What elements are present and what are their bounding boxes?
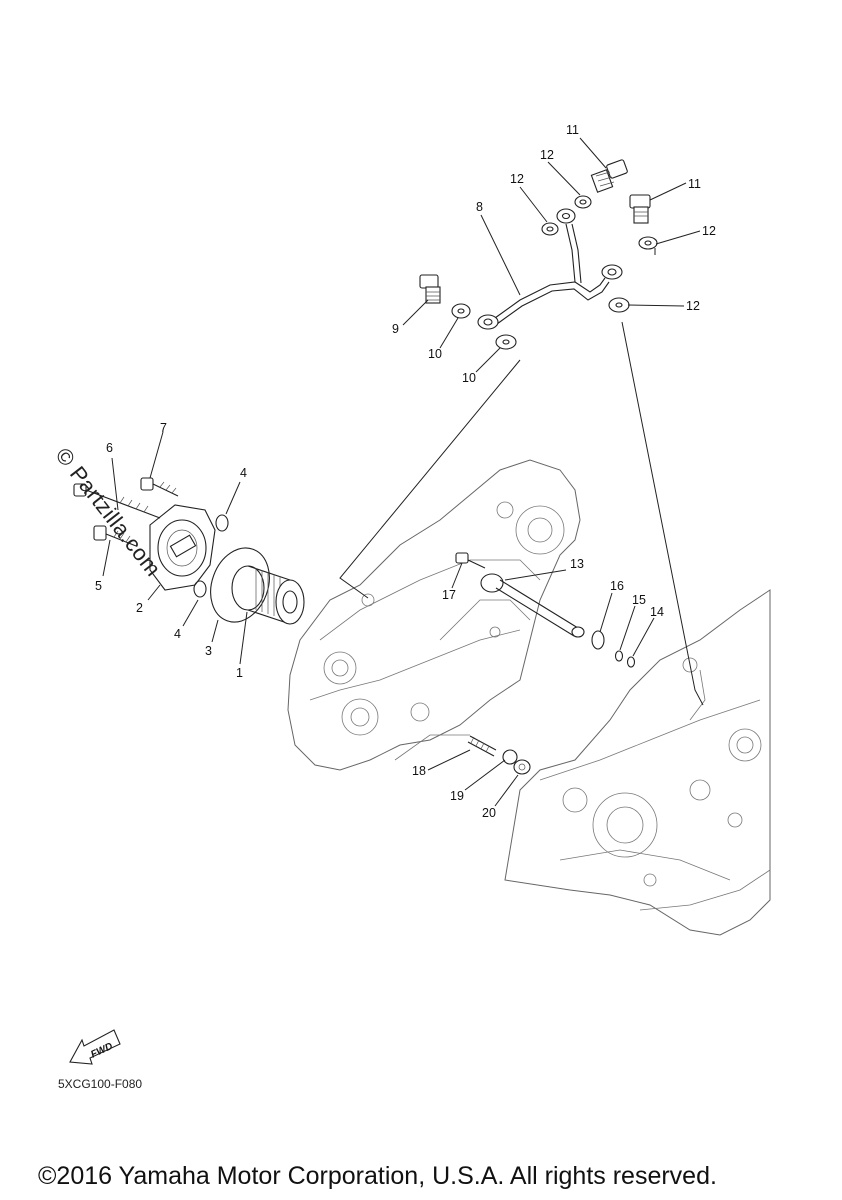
callout-10b: 10: [462, 371, 476, 385]
callout-1: 1: [236, 666, 243, 680]
union-bolt-9: [419, 274, 441, 304]
callout-13: 13: [570, 557, 584, 571]
callout-5: 5: [95, 579, 102, 593]
callout-labels: 1 2 3 4 4 5 6 7 8 9 10 10 11 11 12 12 12…: [95, 123, 716, 820]
washers: [451, 195, 658, 350]
callout-12c: 12: [702, 224, 716, 238]
callout-12b: 12: [510, 172, 524, 186]
callout-2: 2: [136, 601, 143, 615]
callout-4a: 4: [174, 627, 181, 641]
callout-12d: 12: [686, 299, 700, 313]
fwd-arrow-icon: FWD: [69, 1029, 121, 1065]
union-bolt-11a: [590, 159, 628, 193]
callout-7: 7: [160, 421, 167, 435]
relief-valve: [467, 735, 531, 775]
callout-16: 16: [610, 579, 624, 593]
callout-8: 8: [476, 200, 483, 214]
callout-15: 15: [632, 593, 646, 607]
diagram-code: 5XCG100-F080: [58, 1077, 143, 1091]
o-rings-3-4: [193, 514, 270, 623]
callout-12a: 12: [540, 148, 554, 162]
callout-20: 20: [482, 806, 496, 820]
callout-17: 17: [442, 588, 456, 602]
callout-11a: 11: [566, 123, 579, 137]
callout-3: 3: [205, 644, 212, 658]
callout-19: 19: [450, 789, 464, 803]
bolts-5-6-7: [73, 477, 179, 547]
callout-10a: 10: [428, 347, 442, 361]
oil-strainer-pipe: [455, 552, 636, 668]
callout-11b: 11: [688, 177, 701, 191]
oil-filter-cover: [149, 504, 216, 591]
crankcase-right: [504, 589, 771, 936]
callout-14: 14: [650, 605, 664, 619]
leader-lines: [102, 137, 704, 807]
crankcase-left: [287, 459, 581, 771]
callout-4b: 4: [240, 466, 247, 480]
callout-9: 9: [392, 322, 399, 336]
copyright-notice: ©2016 Yamaha Motor Corporation, U.S.A. A…: [38, 1162, 717, 1190]
union-bolt-11b: [629, 194, 651, 224]
oil-delivery-pipe: [477, 208, 623, 330]
oil-filter-element: [231, 565, 305, 625]
callout-6: 6: [106, 441, 113, 455]
callout-18: 18: [412, 764, 426, 778]
